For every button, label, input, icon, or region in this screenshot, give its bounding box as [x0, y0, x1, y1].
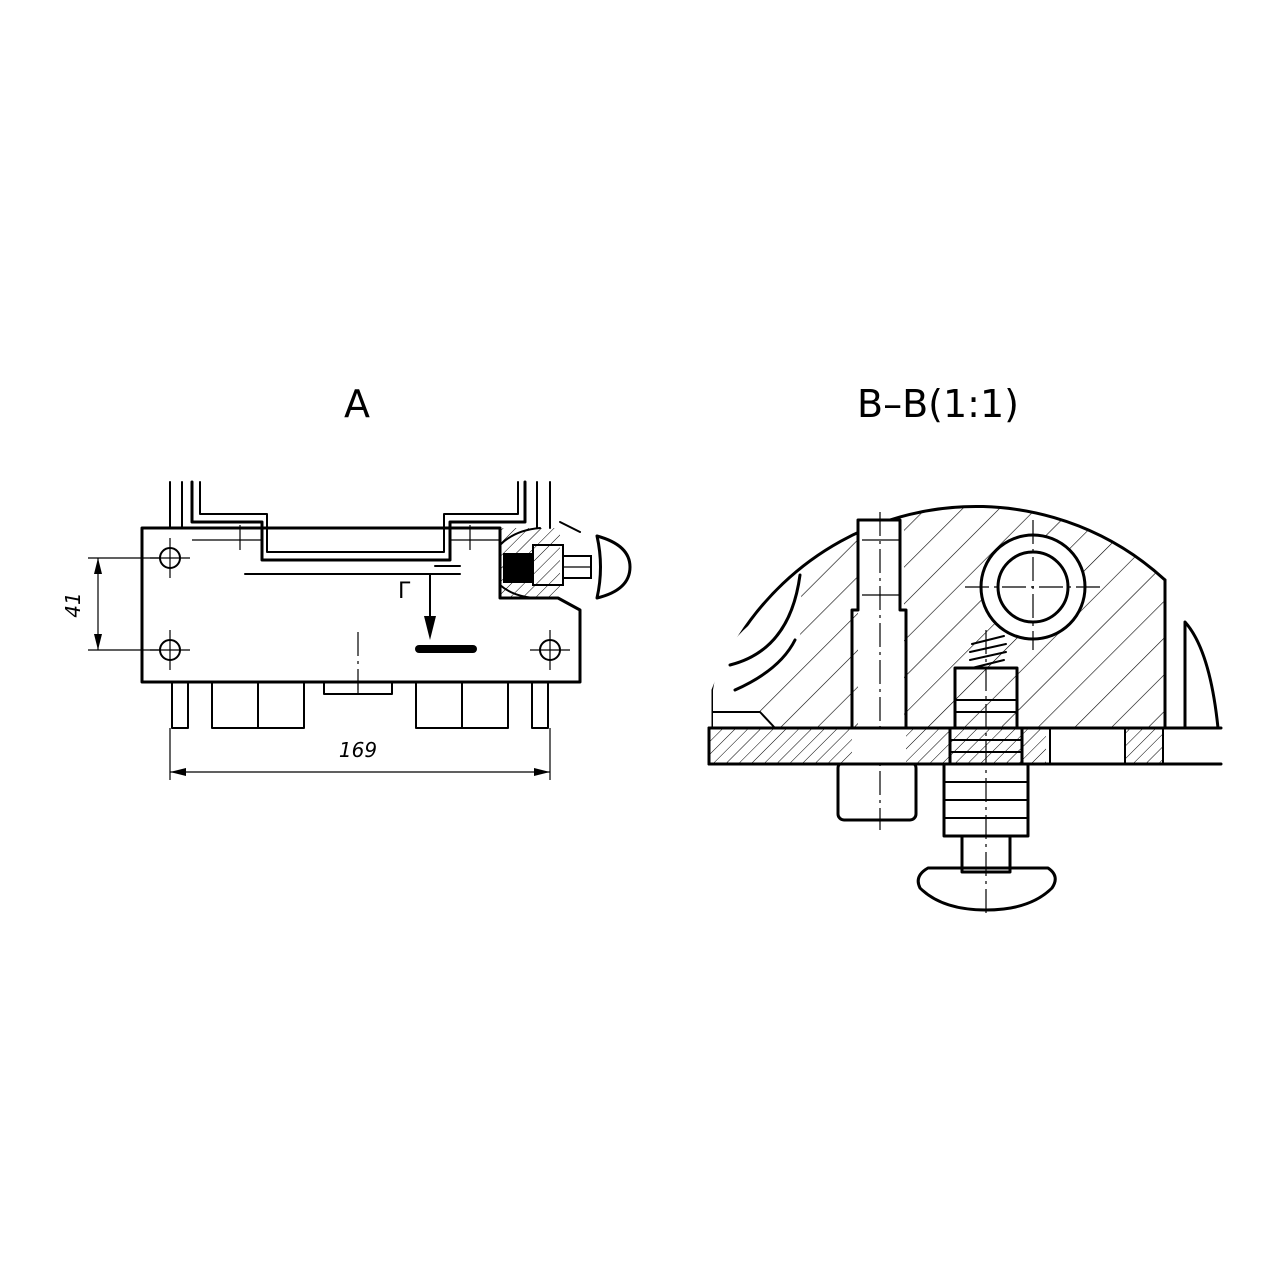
bottom-blocks — [171, 681, 549, 729]
base-plate — [707, 726, 1223, 766]
view-section: B–B(1:1) — [707, 382, 1223, 918]
circular-boss — [965, 520, 1100, 650]
top-rails — [169, 480, 551, 562]
spring-plunger — [916, 630, 1057, 918]
detent-plunger — [499, 521, 632, 600]
housing-dome — [711, 504, 1167, 730]
slot — [415, 645, 477, 653]
dimension-width: 169 — [169, 728, 551, 780]
dimension-height: 41 — [61, 557, 160, 651]
dimension-height-label: 41 — [61, 592, 85, 617]
section-mark: Г — [398, 573, 436, 640]
view-a: A — [61, 382, 632, 780]
bolt-hole-bottom-right — [530, 630, 570, 670]
view-section-title: B–B(1:1) — [857, 382, 1019, 426]
dimension-width-label: 169 — [339, 738, 377, 762]
view-a-title: A — [344, 382, 370, 426]
section-mark-label: Г — [398, 579, 411, 604]
